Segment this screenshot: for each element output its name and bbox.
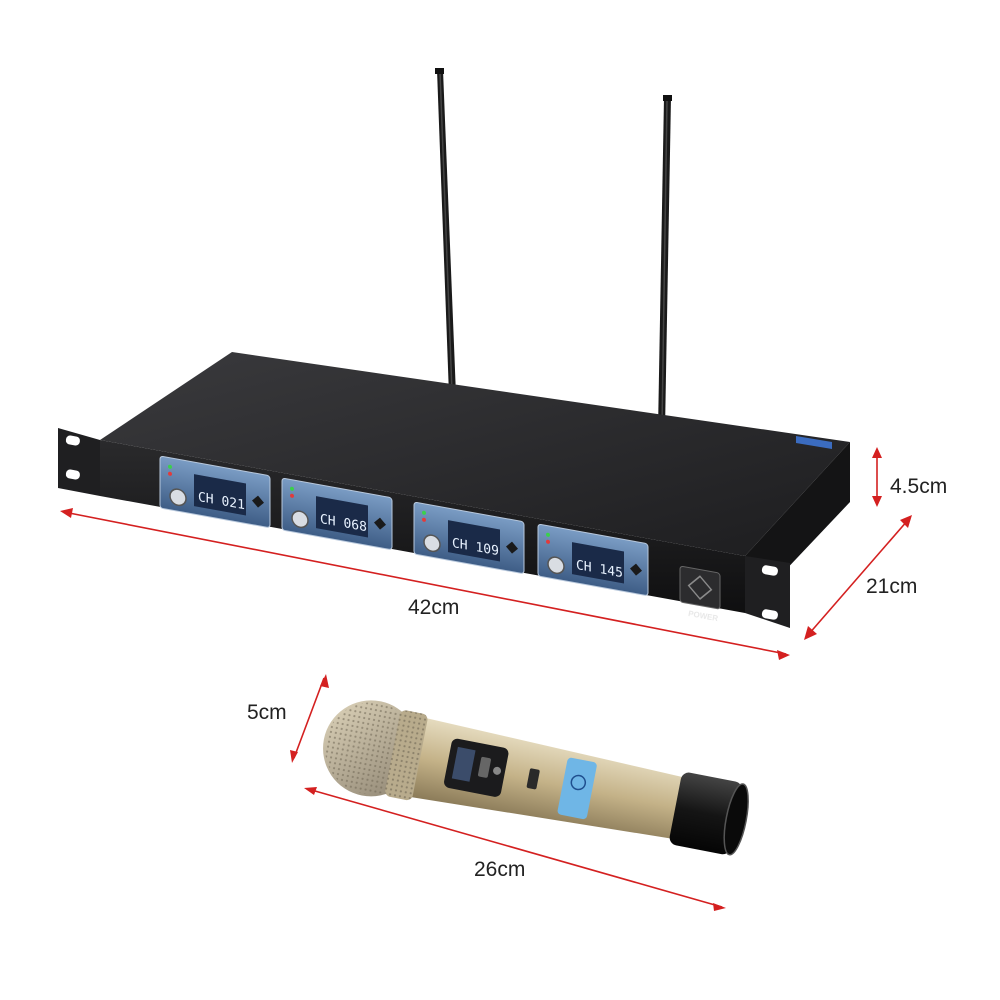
- arrow-buttons[interactable]: [506, 541, 518, 555]
- mic-diameter-label: 5cm: [247, 701, 287, 724]
- model-label: [796, 436, 832, 449]
- arrow-buttons[interactable]: [374, 517, 386, 531]
- channel-panel-3: CH 109: [413, 501, 525, 574]
- receiver-top: [100, 352, 850, 556]
- power-label: POWER: [687, 609, 719, 623]
- channel-panel-1: CH 021: [159, 455, 271, 528]
- mic-sticker: [557, 757, 597, 820]
- width-arrow: [60, 508, 790, 660]
- dimension-arrows: [60, 447, 912, 911]
- channel-panel-4: CH 145: [537, 523, 649, 596]
- depth-arrow: [804, 515, 912, 640]
- volume-knob[interactable]: [547, 556, 565, 575]
- height-label: 4.5cm: [890, 475, 947, 498]
- handheld-microphone: [323, 700, 749, 856]
- mic-switch[interactable]: [526, 768, 540, 790]
- mic-handle: [387, 712, 692, 840]
- arrow-buttons[interactable]: [630, 563, 642, 577]
- height-arrow: [872, 447, 882, 507]
- channel-panel-2: CH 068: [281, 477, 393, 550]
- mic-length-label: 26cm: [474, 858, 525, 881]
- volume-knob[interactable]: [291, 510, 309, 529]
- rack-ear-left: [58, 428, 100, 496]
- depth-label: 21cm: [866, 575, 917, 598]
- power-button[interactable]: [679, 565, 721, 610]
- mic-length-arrow: [304, 787, 726, 911]
- width-label: 42cm: [408, 596, 459, 619]
- antenna-left: [435, 68, 456, 395]
- mic-diameter-arrow: [290, 674, 329, 763]
- arrow-buttons[interactable]: [252, 495, 264, 509]
- antenna-right: [658, 95, 672, 430]
- volume-knob[interactable]: [169, 488, 187, 507]
- rack-ear-right: [745, 556, 790, 628]
- volume-knob[interactable]: [423, 534, 441, 553]
- wireless-receiver: CH 021 CH 068 CH 109: [58, 68, 850, 628]
